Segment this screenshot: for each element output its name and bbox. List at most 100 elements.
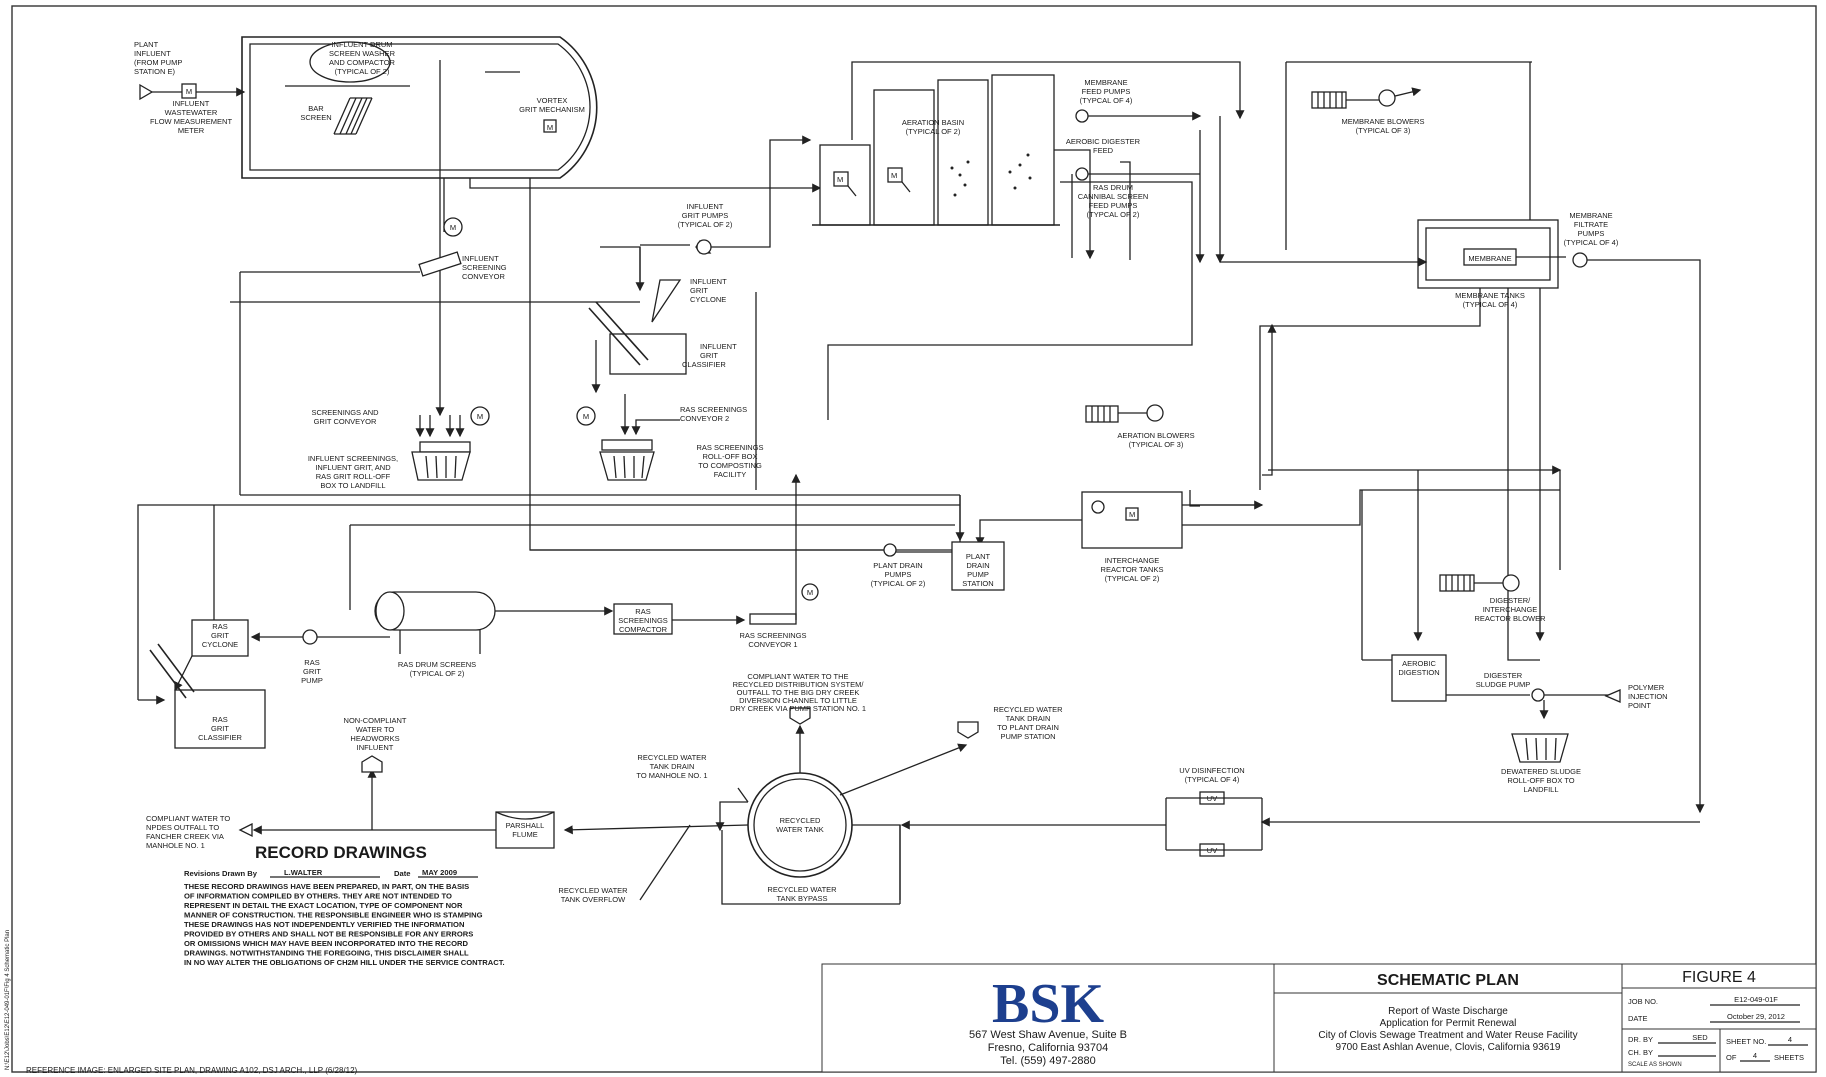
ras-conveyor2-motor-m: M (583, 412, 589, 421)
record-disclaimer: THESE RECORD DRAWINGS HAVE BEEN PREPARED… (184, 882, 505, 967)
headworks-structure (241, 36, 598, 179)
digester-blower-icon (1502, 574, 1520, 592)
date-value: October 29, 2012 (1727, 1012, 1785, 1021)
record-date-label: Date (394, 869, 410, 878)
aerator1-m: M (837, 175, 843, 184)
grit-conveyor-icon (419, 441, 471, 453)
membrane-filtrate-pump-icon (1572, 252, 1588, 268)
figure-number: FIGURE 4 (1682, 969, 1756, 986)
flow-meter-icon (181, 83, 197, 99)
ras-grit-pump-icon (302, 629, 318, 645)
revisions-value: L.WALTER (284, 868, 323, 877)
membrane-box-label: MEMBRANE (1468, 254, 1511, 263)
influent-grit-classifier-icon (609, 333, 687, 375)
aerobic-digestion (1391, 654, 1447, 702)
ras-conveyor1-motor-m: M (807, 588, 813, 597)
non-compliant-outlet-icon (361, 755, 383, 773)
side-file-path: N:\E12\Jobs\E12\E12-049-01F\Fig 4 Schema… (5, 930, 11, 1070)
influent-inlet-icon (139, 83, 154, 101)
influent-grit-pump-icon (696, 239, 712, 255)
ras-grit-cyclone (191, 619, 249, 657)
revisions-label: Revisions Drawn By (184, 869, 258, 878)
ras-conveyor2-icon (601, 439, 653, 451)
date-label: DATE (1628, 1014, 1647, 1023)
grit-conveyor-motor-m: M (477, 412, 483, 421)
tank-drain-outlet-icon (957, 721, 979, 739)
ras-conveyor2-motor-icon (576, 406, 596, 426)
polymer-injection-icon (1604, 689, 1621, 703)
flow-meter-m: M (186, 87, 192, 96)
ras-drum-pump-icon (1075, 167, 1089, 181)
influent-grit-cyclone-icon (651, 279, 682, 323)
membrane-blowers-label: MEMBRANE BLOWERS(TYPICAL OF 3) (1342, 117, 1425, 135)
interchange-motor-m: M (1129, 510, 1135, 519)
dr-by-value: SED (1692, 1033, 1708, 1042)
aeration-basin: M M (812, 74, 1060, 226)
ras-drum-screens-label: RAS DRUM SCREENS(TYPICAL OF 2) (398, 660, 476, 678)
membrane-blower-silencer-icon (1311, 91, 1347, 109)
aeration-basin-label: AERATION BASIN(TYPICAL OF 2) (902, 118, 964, 136)
ras-screenings-compactor (613, 603, 673, 635)
grit-conveyor-motor-icon (470, 406, 490, 426)
plant-drain-pump-station (951, 541, 1005, 591)
dr-by-label: DR. BY (1628, 1035, 1653, 1044)
ras-conveyor1-icon (749, 613, 797, 625)
job-no-value: E12-049-01F (1734, 995, 1778, 1004)
reference-note: REFERENCE IMAGE: ENLARGED SITE PLAN, DRA… (26, 1066, 358, 1075)
uv-disinfection-label: UV DISINFECTION(TYPICAL OF 4) (1179, 766, 1244, 784)
vortex-motor-label: M (547, 123, 553, 132)
digester-sludge-pump-icon (1531, 688, 1545, 702)
job-no-label: JOB NO. (1628, 997, 1658, 1006)
sheets-label: SHEETS (1774, 1053, 1804, 1062)
ras-grit-classifier (174, 689, 266, 749)
bsk-logo: BSK (992, 973, 1104, 1035)
membrane-feed-pump-icon (1075, 109, 1089, 123)
influent-rolloff-box-icon (411, 451, 471, 481)
aeration-blowers-label: AERATION BLOWERS(TYPICAL OF 3) (1117, 431, 1194, 449)
digester-blower-silencer-icon (1439, 574, 1475, 592)
membrane-blower-icon (1378, 89, 1396, 107)
sheet-no-value: 4 (1788, 1035, 1792, 1044)
ras-rolloff-box-icon (599, 451, 655, 481)
screening-conveyor-icon (418, 251, 462, 277)
screening-motor-icon (443, 217, 463, 237)
title-block (821, 963, 1817, 1073)
parshall-flume (495, 811, 555, 849)
of-value: 4 (1753, 1051, 1757, 1060)
sheet-no-label: SHEET NO. (1726, 1037, 1766, 1046)
of-label: OF (1726, 1053, 1737, 1062)
ch-by-label: CH. BY (1628, 1048, 1653, 1057)
